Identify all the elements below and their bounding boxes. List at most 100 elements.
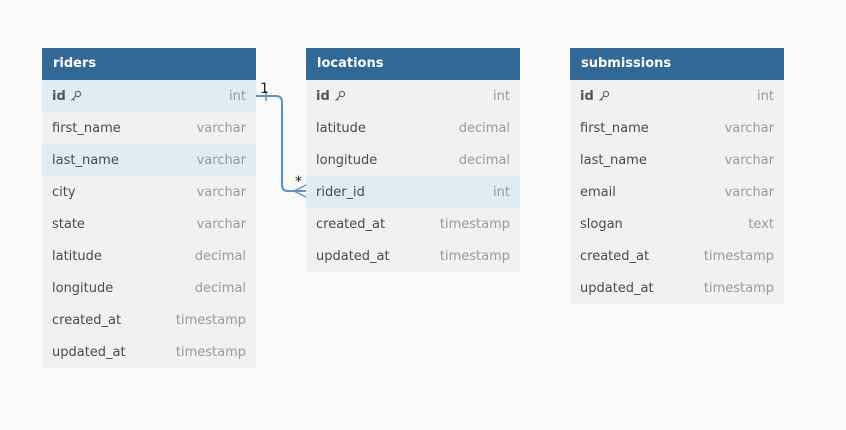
field-row[interactable]: state varchar bbox=[42, 208, 256, 240]
field-name: latitude bbox=[316, 121, 366, 136]
field-name: created_at bbox=[580, 249, 649, 264]
field-name: last_name bbox=[52, 153, 119, 168]
table-fields-locations: id int latitude decimal longitude decimal ride… bbox=[306, 80, 520, 272]
field-name: city bbox=[52, 185, 76, 200]
field-name: slogan bbox=[580, 217, 623, 232]
field-name: last_name bbox=[580, 153, 647, 168]
field-type: decimal bbox=[458, 152, 510, 168]
field-name: first_name bbox=[52, 121, 121, 136]
field-name: updated_at bbox=[52, 345, 126, 360]
field-type: varchar bbox=[196, 184, 246, 200]
field-type: timestamp bbox=[175, 344, 246, 360]
relationship-to-label: * bbox=[295, 174, 302, 190]
field-name: first_name bbox=[580, 121, 649, 136]
field-name: longitude bbox=[316, 153, 377, 168]
field-name-text: updated_at bbox=[316, 248, 390, 264]
field-type: timestamp bbox=[703, 248, 774, 264]
field-name: id bbox=[580, 89, 610, 104]
table-header-locations[interactable]: locations bbox=[306, 48, 520, 80]
field-name: updated_at bbox=[580, 281, 654, 296]
field-type: varchar bbox=[724, 152, 774, 168]
field-name-text: first_name bbox=[52, 120, 121, 136]
field-row[interactable]: first_name varchar bbox=[570, 112, 784, 144]
field-name: id bbox=[316, 89, 346, 104]
field-row[interactable]: updated_at timestamp bbox=[570, 272, 784, 304]
field-row[interactable]: longitude decimal bbox=[306, 144, 520, 176]
key-icon bbox=[598, 90, 609, 101]
field-name-text: id bbox=[316, 88, 330, 104]
field-row[interactable]: updated_at timestamp bbox=[306, 240, 520, 272]
field-name-text: id bbox=[52, 88, 66, 104]
field-name: created_at bbox=[316, 217, 385, 232]
field-name-text: email bbox=[580, 184, 616, 200]
field-row[interactable]: latitude decimal bbox=[306, 112, 520, 144]
field-row[interactable]: city varchar bbox=[42, 176, 256, 208]
field-name-text: city bbox=[52, 184, 76, 200]
field-type: decimal bbox=[194, 248, 246, 264]
field-name-text: slogan bbox=[580, 216, 623, 232]
field-name: created_at bbox=[52, 313, 121, 328]
field-name: id bbox=[52, 89, 82, 104]
field-name-text: created_at bbox=[580, 248, 650, 264]
field-name-text: id bbox=[580, 88, 594, 104]
field-type: text bbox=[748, 216, 774, 232]
field-row[interactable]: id int bbox=[42, 80, 256, 112]
field-name-text: updated_at bbox=[580, 280, 654, 296]
field-name-text: longitude bbox=[316, 152, 378, 168]
field-row[interactable]: email varchar bbox=[570, 176, 784, 208]
field-type: decimal bbox=[194, 280, 246, 296]
table-header-submissions[interactable]: submissions bbox=[570, 48, 784, 80]
field-name-text: last_name bbox=[52, 152, 119, 168]
field-type: timestamp bbox=[175, 312, 246, 328]
field-type: int bbox=[757, 88, 774, 104]
relationship-from-label: 1 bbox=[260, 81, 269, 97]
key-icon bbox=[70, 90, 81, 101]
field-name-text: latitude bbox=[52, 248, 102, 264]
field-row[interactable]: first_name varchar bbox=[42, 112, 256, 144]
field-type: int bbox=[493, 88, 510, 104]
field-name-text: state bbox=[52, 216, 85, 232]
field-type: varchar bbox=[724, 184, 774, 200]
field-name: email bbox=[580, 185, 616, 200]
table-locations[interactable]: locations id int latitude decimal longitude d… bbox=[306, 48, 520, 272]
field-type: timestamp bbox=[439, 248, 510, 264]
field-row[interactable]: created_at timestamp bbox=[42, 304, 256, 336]
field-row[interactable]: latitude decimal bbox=[42, 240, 256, 272]
field-row[interactable]: updated_at timestamp bbox=[42, 336, 256, 368]
field-type: varchar bbox=[196, 152, 246, 168]
field-row[interactable]: created_at timestamp bbox=[306, 208, 520, 240]
field-row[interactable]: slogan text bbox=[570, 208, 784, 240]
key-icon bbox=[334, 90, 345, 101]
field-row[interactable]: last_name varchar bbox=[42, 144, 256, 176]
field-name-text: first_name bbox=[580, 120, 649, 136]
field-type: timestamp bbox=[703, 280, 774, 296]
field-row[interactable]: last_name varchar bbox=[570, 144, 784, 176]
field-type: decimal bbox=[458, 120, 510, 136]
field-name: longitude bbox=[52, 281, 113, 296]
field-type: int bbox=[229, 88, 246, 104]
field-name-text: updated_at bbox=[52, 344, 126, 360]
field-type: timestamp bbox=[439, 216, 510, 232]
field-type: varchar bbox=[196, 216, 246, 232]
field-name-text: longitude bbox=[52, 280, 114, 296]
field-row[interactable]: id int bbox=[570, 80, 784, 112]
field-name-text: created_at bbox=[316, 216, 386, 232]
field-row[interactable]: id int bbox=[306, 80, 520, 112]
field-name-text: rider_id bbox=[316, 184, 365, 200]
field-name: latitude bbox=[52, 249, 102, 264]
field-name-text: created_at bbox=[52, 312, 122, 328]
field-row[interactable]: longitude decimal bbox=[42, 272, 256, 304]
table-header-riders[interactable]: riders bbox=[42, 48, 256, 80]
field-type: varchar bbox=[196, 120, 246, 136]
field-name: updated_at bbox=[316, 249, 390, 264]
field-row[interactable]: created_at timestamp bbox=[570, 240, 784, 272]
field-type: varchar bbox=[724, 120, 774, 136]
field-name-text: last_name bbox=[580, 152, 647, 168]
field-name: state bbox=[52, 217, 85, 232]
field-name-text: latitude bbox=[316, 120, 366, 136]
